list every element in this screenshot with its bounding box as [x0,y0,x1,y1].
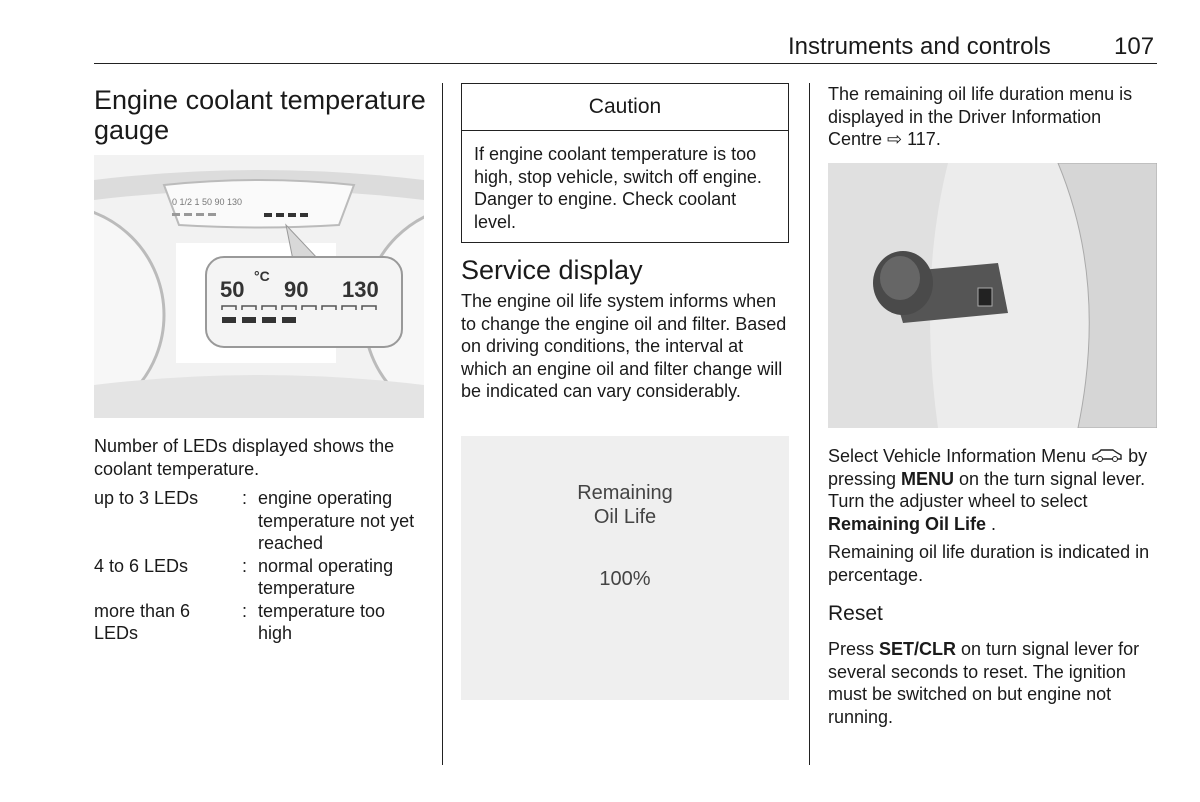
text: . [986,513,997,534]
coolant-intro: Number of LEDs displayed shows the coola… [94,436,395,479]
caution-title: Caution [462,84,788,131]
text: 117. [902,129,941,149]
heading-coolant-gauge: Engine coolant temperature gauge [94,85,426,145]
term: more than 6 LEDs [94,600,191,644]
reset-para: Press SET/CLR on turn signal lever for s… [828,638,1160,728]
set-clr-label: SET/CLR [879,639,957,659]
select-menu-para: Select Vehicle Information Menu by press… [828,445,1160,535]
oil-life-percent: 100% [599,568,651,590]
text: Select Vehicle Information Menu [828,446,1092,466]
separator: : [242,555,248,576]
svg-text:°C: °C [254,268,270,284]
svg-text:0 1/2 1 50 90 130: 0 1/2 1 50 90 130 [172,197,242,207]
page-ref-icon: ⇨ [887,129,903,149]
text: on turn signal lever for several seconds… [828,639,1140,727]
text: on the turn signal lever. Turn the adjus… [828,468,1146,512]
svg-text:50: 50 [220,277,244,302]
separator: : [242,600,248,621]
coolant-gauge-illustration: 0 1/2 1 50 90 130 50 90 130 °C [94,155,424,418]
display-line2: Oil Life [593,506,657,528]
text: by pressing [828,446,1148,489]
heading-service-display: Service display [461,255,643,285]
description: temperature too high [258,600,386,644]
svg-text:90: 90 [284,277,308,302]
caution-text: If engine coolant temperature is too hig… [474,144,762,232]
oil-life-display: Remaining Oil Life 100% [461,436,789,700]
text: The remaining oil life duration menu is … [828,84,1133,149]
text: Press [828,639,880,659]
car-icon [1091,446,1123,466]
column-divider [809,83,810,765]
description: engine operating temperature not yet rea… [258,488,415,553]
caution-box: Caution If engine coolant temperature is… [461,83,789,243]
heading-reset: Reset [828,602,883,625]
turn-signal-lever-illustration [828,163,1157,428]
separator: : [242,488,248,508]
term: 4 to 6 LEDs [94,555,189,576]
header-rule [94,63,1157,64]
menu-item-label: Remaining Oil Life [828,513,987,534]
column-divider [442,83,443,765]
term: up to 3 LEDs [94,488,199,508]
led-definition-list: up to 3 LEDs: engine operating temperatur… [94,487,424,645]
service-display-body: The engine oil life system informs when … [461,291,787,401]
page-number: 107 [1114,33,1155,60]
svg-text:130: 130 [342,277,379,302]
oil-life-menu-para: The remaining oil life duration menu is … [828,83,1160,151]
section-title: Instruments and controls [788,33,1051,60]
display-line1: Remaining [577,482,673,504]
percentage-para: Remaining oil life duration is indicated… [828,542,1150,585]
description: normal operating temperature [258,555,394,599]
menu-button-label: MENU [901,468,955,489]
